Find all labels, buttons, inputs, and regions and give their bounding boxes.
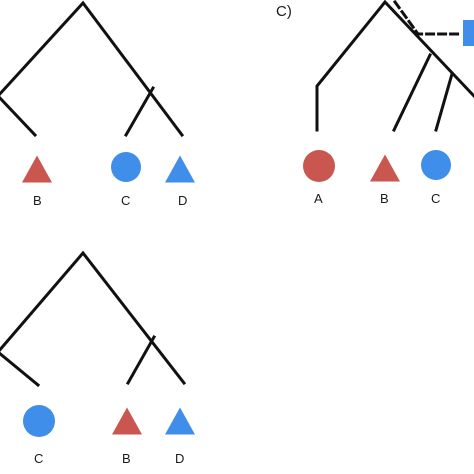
red-triangle-tip xyxy=(370,154,400,182)
tree-branch xyxy=(315,0,474,132)
tip-label: A xyxy=(314,191,323,206)
red-triangle-tip xyxy=(22,155,52,183)
tip-label: D xyxy=(175,451,185,466)
tree-branch xyxy=(0,95,38,138)
blue-circle-tip xyxy=(421,150,451,180)
blue-square-tip xyxy=(463,20,474,46)
tip-label: C xyxy=(121,193,131,208)
tip-label: C xyxy=(431,191,441,206)
dashed-connector xyxy=(392,0,462,36)
tree-branch xyxy=(123,85,156,138)
panel-c-label: C) xyxy=(276,3,292,20)
blue-circle-tip xyxy=(111,152,141,182)
tip-label: C xyxy=(34,451,44,466)
red-circle-tip xyxy=(303,150,335,182)
tip-label: D xyxy=(178,193,188,208)
tree-branch xyxy=(434,72,454,132)
tree-branch xyxy=(391,52,433,133)
tip-label: B xyxy=(33,193,42,208)
tree-branch xyxy=(125,334,157,386)
tip-label: B xyxy=(380,191,389,206)
red-triangle-tip xyxy=(112,407,142,435)
tree-branch xyxy=(0,250,187,386)
blue-triangle-tip xyxy=(165,407,195,435)
blue-circle-tip xyxy=(23,405,55,437)
blue-triangle-tip xyxy=(165,155,195,183)
tree-branch xyxy=(0,351,41,388)
tip-label: B xyxy=(122,451,131,466)
tree-branch xyxy=(0,0,185,138)
